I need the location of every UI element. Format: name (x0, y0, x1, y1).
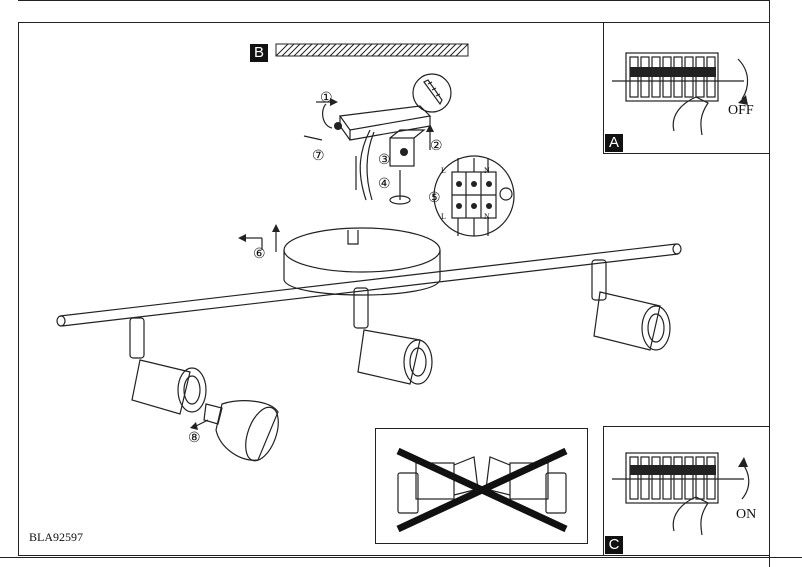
terminal-label-n-top: N (484, 166, 490, 175)
canopy-side (283, 250, 441, 296)
ceiling-hatch (275, 43, 469, 57)
terminal-label-l-top: L (441, 166, 446, 175)
breaker-on-illustration (612, 452, 750, 536)
top-border-line (18, 0, 770, 1)
panel-c-switch-on: ON C (603, 426, 770, 556)
step-3-marker: ③ (378, 153, 391, 168)
step-4-marker: ④ (378, 177, 391, 192)
panel-b-tag: B (250, 44, 268, 62)
terminal-label-n-bottom: N (484, 212, 490, 221)
main-frame (18, 22, 770, 556)
panel-c-tag: C (605, 536, 623, 554)
wall-plug-inset (412, 73, 452, 113)
mounting-bracket-illustration (322, 103, 432, 205)
step-6-marker: ⑥ (253, 247, 266, 262)
on-label: ON (736, 507, 757, 522)
bar-bottom-edge (61, 253, 679, 327)
step-5-marker: ⑤ (428, 191, 441, 206)
terminal-label-l-bottom: L (441, 212, 446, 221)
breaker-off-illustration (612, 52, 749, 136)
step-7-marker: ⑦ (312, 149, 325, 164)
product-code: BLA92597 (29, 530, 83, 544)
step-8-marker: ⑧ (188, 431, 201, 446)
crossed-lamps-illustration (396, 447, 568, 533)
terminal-block-inset (433, 155, 515, 237)
canopy-top (283, 227, 441, 273)
warning-panel-crossed (375, 428, 588, 544)
panel-a-switch-off: OFF A (603, 22, 770, 154)
panel-a-tag: A (605, 134, 623, 152)
bottom-border-line (0, 557, 802, 558)
step-2-marker: ② (430, 139, 443, 154)
bar-top-edge (59, 243, 677, 317)
off-label: OFF (728, 103, 754, 118)
